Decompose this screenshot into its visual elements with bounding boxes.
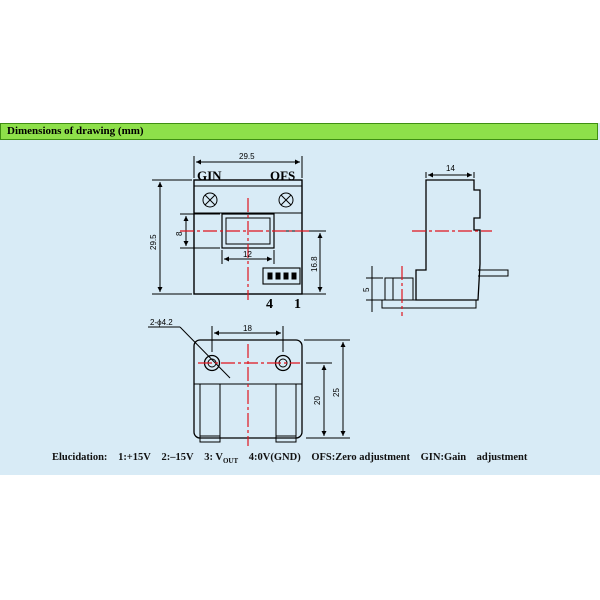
dim-pin-label: 5 bbox=[362, 287, 371, 292]
side-centerlines bbox=[401, 230, 492, 316]
dim-window-height-label: 8 bbox=[175, 231, 184, 236]
pin4-desc: 4:0V(GND) bbox=[248, 452, 301, 463]
dim-window-width-label: 12 bbox=[243, 250, 252, 259]
front-view bbox=[152, 156, 326, 295]
pin-4-label: 4 bbox=[266, 297, 273, 312]
dim-inner-height-label: 20 bbox=[313, 396, 322, 405]
dim-width-label: 29.5 bbox=[239, 152, 255, 161]
side-view bbox=[366, 172, 509, 312]
dim-holes-label: 2-ϕ4.2 bbox=[150, 318, 173, 327]
pin3-desc: 3: VOUT bbox=[204, 452, 239, 466]
dim-spacing-label: 18 bbox=[243, 324, 252, 333]
pin1-desc: 1:+15V bbox=[118, 452, 151, 463]
section-title: Dimensions of drawing (mm) bbox=[7, 125, 144, 137]
pin2-desc: 2:–15V bbox=[161, 452, 194, 463]
dim-depth-label: 14 bbox=[446, 164, 455, 173]
elucidation-legend: Elucidation: 1:+15V 2:–15V 3: VOUT 4:0V(… bbox=[52, 452, 535, 465]
dim-outer-height-label: 25 bbox=[332, 388, 341, 397]
drawing-panel bbox=[0, 123, 600, 475]
gin-desc: GIN:Gain adjustment bbox=[420, 452, 528, 463]
ofs-desc: OFS:Zero adjustment bbox=[311, 452, 410, 463]
bottom-centerlines bbox=[198, 344, 300, 446]
elucidation-label: Elucidation: bbox=[52, 452, 108, 463]
front-centerlines bbox=[180, 198, 312, 300]
gain-label: GIN bbox=[197, 168, 222, 183]
bottom-view bbox=[148, 326, 350, 443]
offset-label: OFS bbox=[270, 168, 295, 183]
dim-pin-height-label: 16.8 bbox=[310, 256, 319, 272]
section-header: Dimensions of drawing (mm) bbox=[0, 123, 598, 140]
offset-pot-icon bbox=[278, 192, 294, 208]
dim-height-label: 29.5 bbox=[149, 234, 158, 250]
gain-pot-icon bbox=[202, 192, 218, 208]
pin-1-label: 1 bbox=[294, 297, 301, 312]
